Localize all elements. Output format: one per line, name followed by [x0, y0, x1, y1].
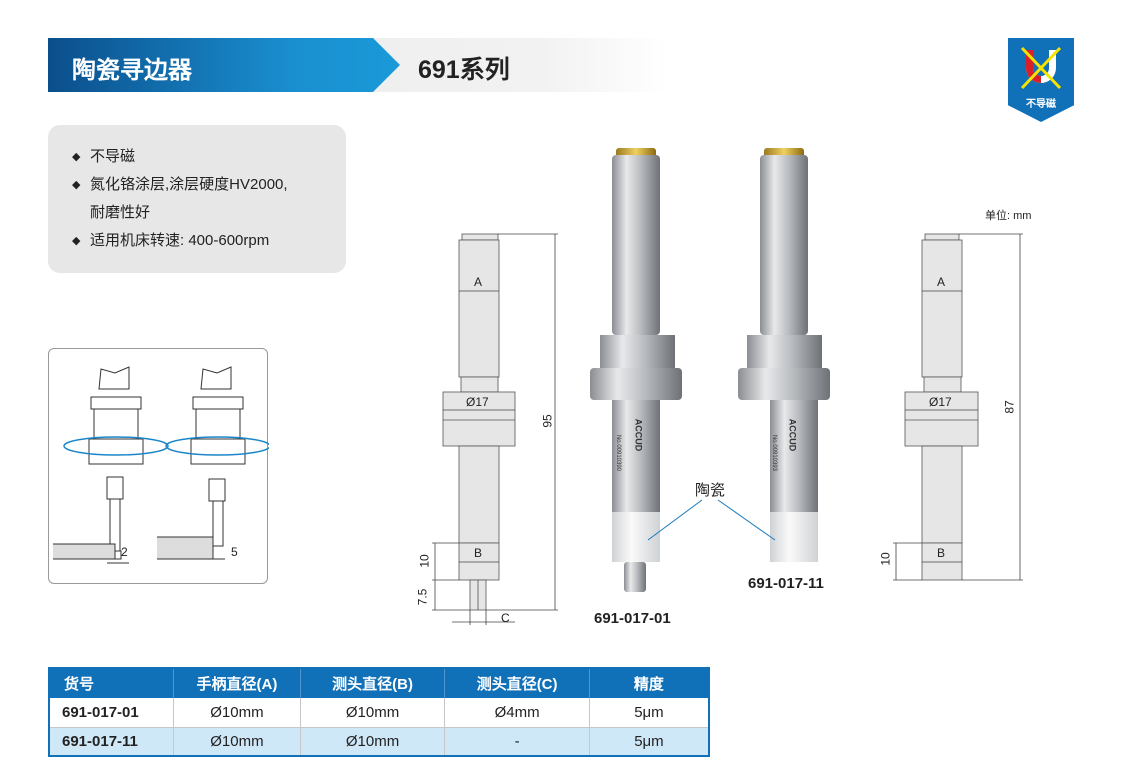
feature-text: 不导磁: [90, 148, 136, 165]
non-magnetic-icon: [1020, 46, 1062, 90]
serial-1: No.00910390: [615, 434, 622, 472]
feature-item: ◆ 氮化铬涂层,涂层硬度HV2000,: [72, 171, 346, 199]
dim-b-left: B: [474, 546, 483, 560]
table-row: 691-017-11 Ø10mm Ø10mm - 5μm: [49, 727, 710, 757]
spec-table: 货号 手柄直径(A) 测头直径(B) 测头直径(C) 精度 691-017-01…: [48, 667, 710, 757]
spindle-right: [157, 366, 271, 560]
table-header-row: 货号 手柄直径(A) 测头直径(B) 测头直径(C) 精度: [49, 668, 710, 698]
dim-7-5: 7.5: [415, 588, 430, 606]
cell: 691-017-11: [49, 727, 175, 757]
feature-text: 适用机床转速: 400-600rpm: [90, 232, 270, 249]
dim-a-right: A: [937, 275, 946, 289]
brand-mark-2: ACCUD: [787, 418, 798, 452]
feature-item-continuation: 耐磨性好: [90, 204, 151, 221]
diamond-bullet-icon: ◆: [72, 179, 81, 191]
offset-label-left: 2: [121, 545, 128, 559]
diamond-bullet-icon: ◆: [72, 235, 81, 247]
product-label-1: 691-017-01: [594, 610, 671, 627]
usage-diagram: 2 5: [48, 348, 271, 584]
dim-length-95: 95: [540, 414, 555, 428]
col-header: 精度: [589, 668, 710, 698]
brand-mark-1: ACCUD: [633, 418, 644, 452]
product-photo-691-017-01: [590, 148, 682, 592]
cell: Ø10mm: [173, 727, 301, 757]
feature-item: ◆ 不导磁: [72, 143, 346, 171]
col-header: 手柄直径(A): [173, 668, 301, 698]
col-header: 货号: [49, 668, 175, 698]
drawing-691-017-01: [432, 233, 558, 625]
badge-label: 不导磁: [1026, 99, 1056, 110]
header-banner-blue: [48, 38, 400, 92]
ceramic-leader-lines: [647, 499, 776, 541]
dim-d17-left: Ø17: [466, 395, 489, 409]
dim-b-right: B: [937, 546, 946, 560]
col-header: 测头直径(B): [300, 668, 446, 698]
ceramic-label: 陶瓷: [695, 482, 726, 499]
dim-a-left: A: [474, 275, 483, 289]
dim-d17-right: Ø17: [929, 395, 952, 409]
serial-2: No.00910393: [771, 434, 778, 472]
feature-item: ◆ 适用机床转速: 400-600rpm: [72, 227, 346, 255]
features-box: ◆ 不导磁 ◆ 氮化铬涂层,涂层硬度HV2000, 耐磨性好 ◆ 适用机床转速: 40…: [48, 125, 346, 273]
cell: 5μm: [589, 727, 710, 757]
dim-c-left: C: [501, 611, 510, 625]
product-label-2: 691-017-11: [748, 575, 824, 592]
cell: Ø10mm: [300, 698, 446, 728]
diamond-bullet-icon: ◆: [72, 151, 81, 163]
cell: Ø4mm: [444, 698, 590, 728]
spindle-left: [53, 366, 169, 560]
offset-label-right: 5: [231, 545, 238, 559]
spindle-diagram: [53, 366, 271, 564]
feature-text: 氮化铬涂层,涂层硬度HV2000,: [90, 176, 288, 193]
cell: Ø10mm: [300, 727, 446, 757]
unit-label: 单位: mm: [985, 210, 1032, 222]
non-magnetic-badge: [1008, 38, 1074, 122]
dim-length-87: 87: [1002, 400, 1017, 414]
dim-10-left: 10: [417, 554, 432, 568]
cell: 5μm: [589, 698, 710, 728]
cell: -: [444, 727, 590, 757]
cell: 691-017-01: [49, 698, 175, 728]
col-header: 测头直径(C): [444, 668, 590, 698]
page-title: 陶瓷寻边器: [72, 57, 192, 84]
cell: Ø10mm: [173, 698, 301, 728]
product-photo-691-017-11: [738, 148, 830, 562]
table-row: 691-017-01 Ø10mm Ø10mm Ø4mm 5μm: [49, 698, 710, 728]
dim-10-right: 10: [878, 552, 893, 566]
series-title: 691系列: [418, 56, 510, 84]
drawing-691-017-11: [893, 233, 1023, 581]
